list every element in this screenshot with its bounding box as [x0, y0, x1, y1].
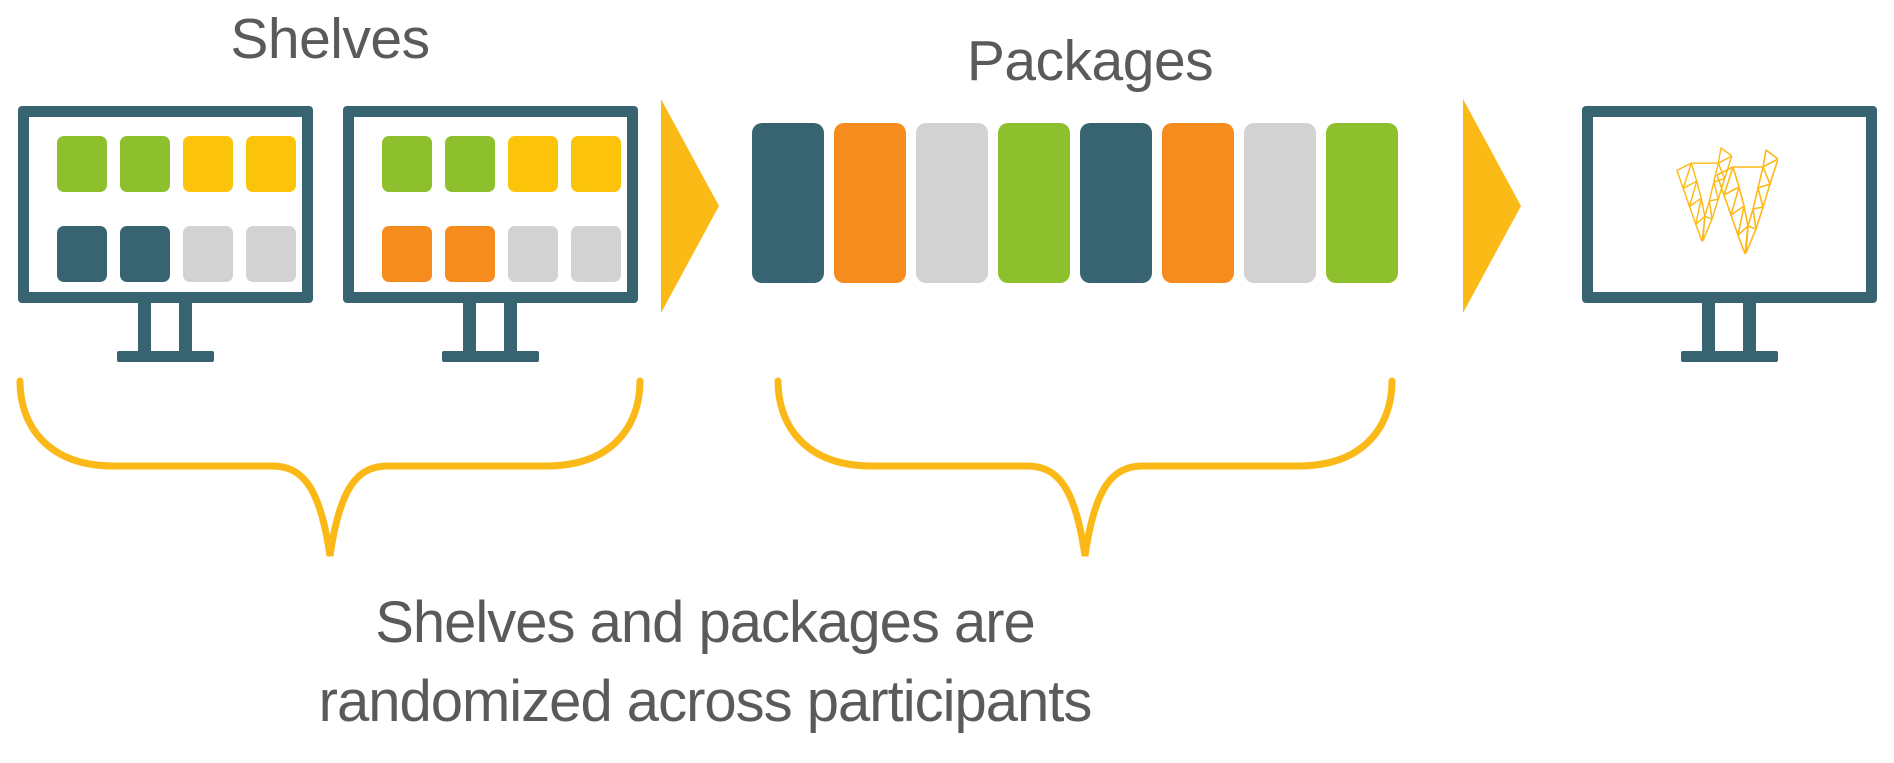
- caption-line-1: Shelves and packages are: [375, 590, 1036, 655]
- monitor-stand-base: [442, 351, 539, 362]
- caption-line-2: randomized across participants: [318, 669, 1093, 734]
- shelf-product-gray: [246, 226, 296, 282]
- arrow-right-icon: [661, 99, 719, 313]
- package-teal: [1080, 123, 1152, 283]
- monitor-stand-leg: [179, 299, 192, 352]
- shelf-grid-2: [382, 136, 621, 282]
- shelf-monitor-1: [18, 106, 313, 303]
- randomization-caption: Shelves and packages are randomized acro…: [318, 583, 1093, 741]
- participant-monitor: [1582, 106, 1877, 303]
- monitor-stand-base: [1681, 351, 1778, 362]
- monitor-stand-leg: [504, 299, 517, 352]
- shelf-product-gray: [183, 226, 233, 282]
- shelf-grid-1: [57, 136, 296, 282]
- shelf-product-teal: [120, 226, 170, 282]
- shelf-product-yellow: [246, 136, 296, 192]
- package-green: [1326, 123, 1398, 283]
- shelf-product-teal: [57, 226, 107, 282]
- shelf-product-green: [445, 136, 495, 192]
- packages-row: [752, 123, 1398, 283]
- shelf-product-green: [120, 136, 170, 192]
- packages-label: Packages: [966, 29, 1214, 93]
- package-gray: [916, 123, 988, 283]
- shelf-monitor-2: [343, 106, 638, 303]
- shelf-product-orange: [445, 226, 495, 282]
- package-green: [998, 123, 1070, 283]
- monitor-stand-leg: [463, 299, 476, 352]
- shelf-product-yellow: [183, 136, 233, 192]
- triangulated-v-logo-icon: [1676, 147, 1778, 254]
- package-gray: [1244, 123, 1316, 283]
- shelf-product-gray: [508, 226, 558, 282]
- shelves-underbrace-icon: [16, 377, 644, 557]
- shelves-label: Shelves: [230, 7, 430, 71]
- shelf-product-yellow: [508, 136, 558, 192]
- monitor-stand-leg: [1702, 299, 1715, 352]
- shelf-product-green: [382, 136, 432, 192]
- monitor-stand-base: [117, 351, 214, 362]
- package-orange: [1162, 123, 1234, 283]
- package-orange: [834, 123, 906, 283]
- monitor-stand-leg: [1743, 299, 1756, 352]
- monitor-stand-leg: [138, 299, 151, 352]
- package-teal: [752, 123, 824, 283]
- shelf-product-gray: [571, 226, 621, 282]
- shelf-product-yellow: [571, 136, 621, 192]
- packages-underbrace-icon: [774, 377, 1396, 557]
- shelf-product-orange: [382, 226, 432, 282]
- shelf-product-green: [57, 136, 107, 192]
- arrow-right-icon: [1463, 99, 1521, 313]
